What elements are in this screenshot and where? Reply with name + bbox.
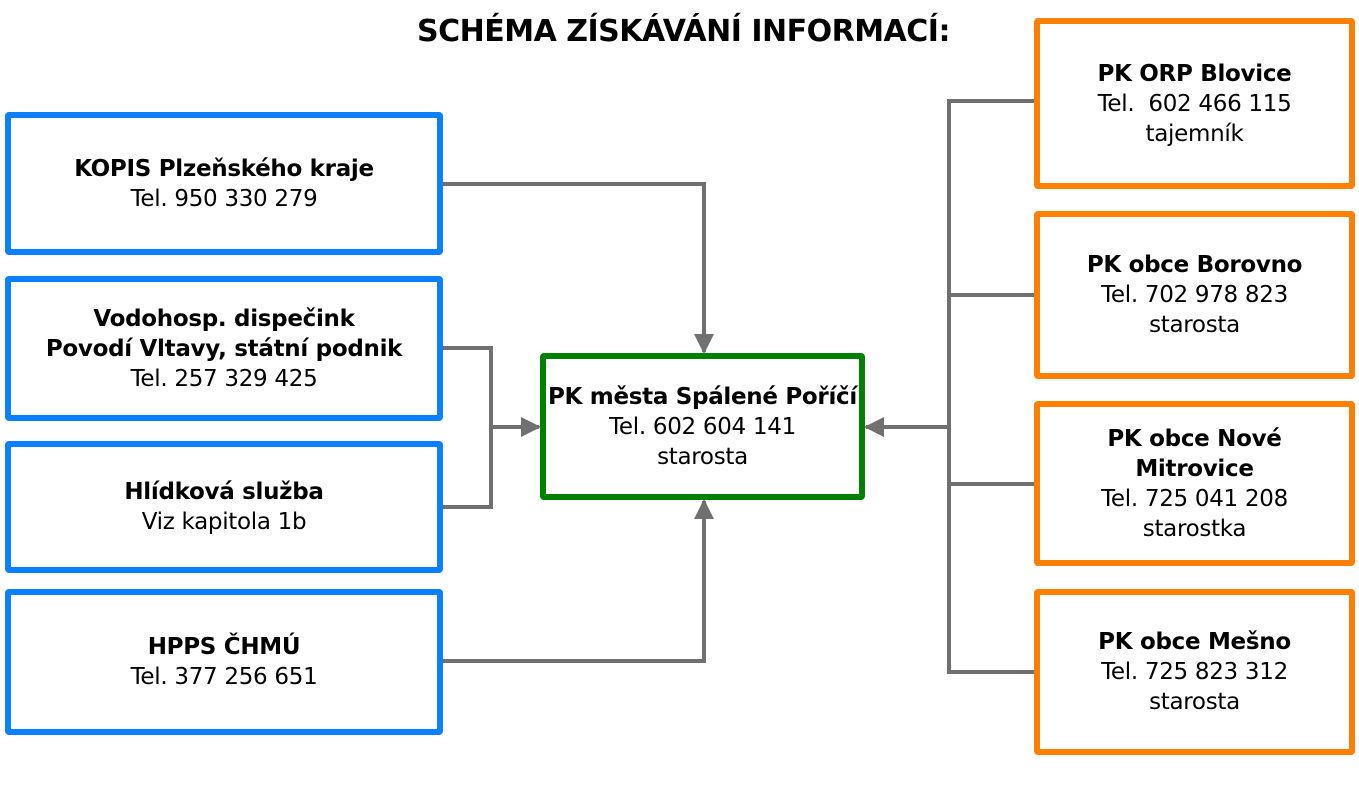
contact-box-mesno: PK obce Mešno Tel. 725 823 312 starosta xyxy=(1034,589,1355,755)
contact-role: tajemník xyxy=(1145,120,1244,147)
connector-vodohosp-bracket xyxy=(441,346,493,509)
hub-role: starosta xyxy=(657,443,748,470)
contact-name: PK obce Borovno xyxy=(1086,252,1303,278)
source-phone: Tel. 950 330 279 xyxy=(130,185,318,212)
contact-phone: Tel. 602 466 115 xyxy=(1097,90,1292,117)
source-box-hlidkova-sluzba: Hlídková služba Viz kapitola 1b xyxy=(5,441,443,573)
contact-box-orp-blovice: PK ORP Blovice Tel. 602 466 115 tajemník xyxy=(1034,18,1355,189)
source-box-hpps-chmu: HPPS ČHMÚ Tel. 377 256 651 xyxy=(5,589,443,735)
source-name-line2: Povodí Vltavy, státní podnik xyxy=(45,335,403,362)
source-name: KOPIS Plzeňského kraje xyxy=(74,155,374,182)
contact-phone: Tel. 725 041 208 xyxy=(1101,485,1288,512)
contact-box-borovno: PK obce Borovno Tel. 702 978 823 starost… xyxy=(1034,211,1355,379)
source-box-kopis: KOPIS Plzeňského kraje Tel. 950 330 279 xyxy=(5,112,443,255)
source-name: HPPS ČHMÚ xyxy=(147,634,301,660)
hub-phone: Tel. 602 604 141 xyxy=(609,413,796,440)
source-box-vodohosp: Vodohosp. dispečink Povodí Vltavy, státn… xyxy=(5,276,443,421)
contact-name: PK obce Nové xyxy=(1107,425,1282,452)
contact-role: starosta xyxy=(1149,689,1240,715)
connector-kopis-to-hub xyxy=(441,182,714,354)
source-name: Hlídková služba xyxy=(124,479,324,505)
contact-name-line2: Mitrovice xyxy=(1135,455,1254,482)
contact-phone: Tel. 725 823 312 xyxy=(1101,659,1288,685)
source-note: Viz kapitola 1b xyxy=(141,509,307,535)
source-name: Vodohosp. dispečink xyxy=(93,305,355,332)
diagram-title: SCHÉMA ZÍSKÁVÁNÍ INFORMACÍ: xyxy=(0,14,1359,49)
hub-box-spalene-porici: PK města Spálené Poříčí Tel. 602 604 141… xyxy=(540,353,865,500)
connector-hpps-to-hub xyxy=(441,499,714,663)
source-phone: Tel. 377 256 651 xyxy=(130,664,318,690)
diagram-title-text: SCHÉMA ZÍSKÁVÁNÍ INFORMACÍ: xyxy=(417,14,950,49)
contact-name: PK obce Mešno xyxy=(1098,629,1291,655)
source-phone: Tel. 257 329 425 xyxy=(130,365,318,392)
contact-name: PK ORP Blovice xyxy=(1097,60,1292,87)
contact-role: starosta xyxy=(1149,312,1240,338)
contact-role: starostka xyxy=(1142,515,1247,542)
contact-phone: Tel. 702 978 823 xyxy=(1101,282,1288,308)
contact-box-nove-mitrovice: PK obce Nové Mitrovice Tel. 725 041 208 … xyxy=(1034,401,1355,566)
hub-name: PK města Spálené Poříčí xyxy=(548,383,857,410)
